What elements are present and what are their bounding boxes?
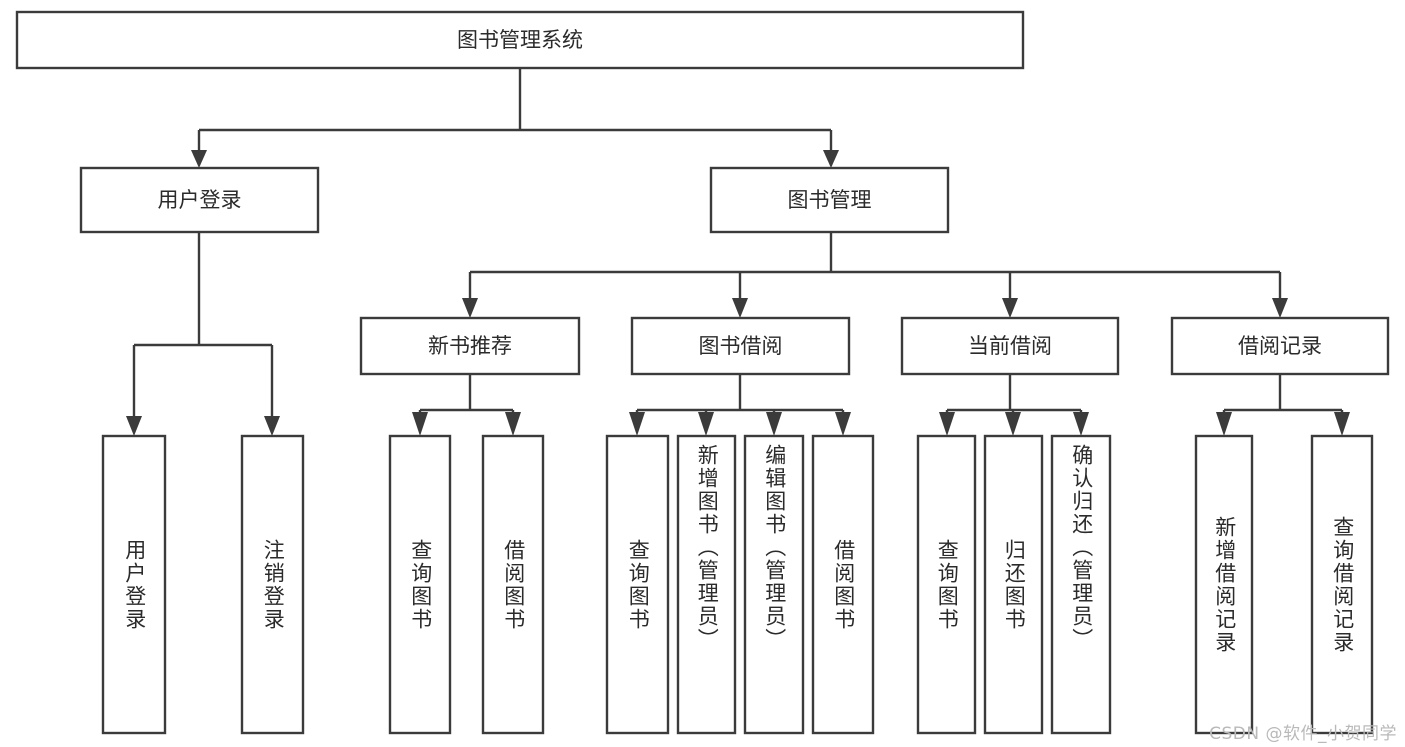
node-leaf-edit-book-rect[interactable] bbox=[743, 434, 805, 735]
arrowhead-leaf-query-record bbox=[1334, 412, 1350, 436]
arrowhead-user-login bbox=[191, 150, 207, 168]
arrowhead-leaf-add-record bbox=[1216, 412, 1232, 436]
arrowhead-leaf-user-login bbox=[126, 416, 142, 436]
node-borrow-record-label: 借阅记录 bbox=[1238, 334, 1322, 358]
arrowhead-borrow-record bbox=[1272, 298, 1288, 318]
node-book-manage-label: 图书管理 bbox=[788, 188, 872, 212]
node-leaf-user-login-rect[interactable] bbox=[101, 434, 167, 735]
node-user-login-rect[interactable] bbox=[79, 166, 320, 234]
node-leaf-query-book-3-rect[interactable] bbox=[916, 434, 977, 735]
connectors-book-manage-to-level3 bbox=[462, 232, 1288, 318]
connectors-root-to-level2 bbox=[191, 68, 839, 168]
node-root-label: 图书管理系统 bbox=[457, 28, 583, 52]
arrowhead-leaf-query-book-3 bbox=[939, 412, 955, 436]
arrowhead-leaf-query-book-2 bbox=[629, 412, 645, 436]
node-book-borrow[interactable]: 图书借阅 bbox=[630, 316, 851, 376]
node-leaf-query-book-1-rect[interactable] bbox=[388, 434, 452, 735]
arrowhead-leaf-add-book bbox=[698, 412, 714, 436]
arrowhead-leaf-return-book bbox=[1005, 412, 1021, 436]
node-leaf-add-book-rect[interactable] bbox=[676, 434, 737, 735]
node-leaf-confirm-return-rect[interactable] bbox=[1050, 434, 1112, 735]
node-new-book-rec-label: 新书推荐 bbox=[428, 334, 512, 358]
connectors-borrow-record-to-leaves bbox=[1216, 374, 1350, 436]
node-leaf-logout-rect[interactable] bbox=[240, 434, 305, 735]
arrowhead-leaf-confirm-return bbox=[1073, 412, 1089, 436]
node-leaf-return-book-rect[interactable] bbox=[983, 434, 1044, 735]
node-leaf-query-book-2-rect[interactable] bbox=[605, 434, 670, 735]
node-current-borrow-rect[interactable] bbox=[900, 316, 1120, 376]
node-user-login[interactable]: 用户登录 bbox=[79, 166, 320, 234]
arrowhead-current-borrow bbox=[1002, 298, 1018, 318]
connectors-current-borrow-to-leaves bbox=[939, 374, 1089, 436]
leaf-rects bbox=[101, 434, 1374, 735]
arrowhead-leaf-borrow-book-1 bbox=[505, 412, 521, 436]
node-borrow-record[interactable]: 借阅记录 bbox=[1170, 316, 1390, 376]
node-book-manage[interactable]: 图书管理 bbox=[709, 166, 950, 234]
arrowhead-book-manage bbox=[823, 150, 839, 168]
node-current-borrow[interactable]: 当前借阅 bbox=[900, 316, 1120, 376]
node-leaf-add-record-rect[interactable] bbox=[1194, 434, 1254, 735]
arrowhead-leaf-query-book-1 bbox=[412, 412, 428, 436]
node-borrow-record-rect[interactable] bbox=[1170, 316, 1390, 376]
node-leaf-borrow-book-1-rect[interactable] bbox=[481, 434, 545, 735]
node-book-manage-rect[interactable] bbox=[709, 166, 950, 234]
connectors-user-login-to-leaves bbox=[126, 232, 280, 436]
node-book-borrow-label: 图书借阅 bbox=[699, 334, 783, 358]
node-root-rect[interactable] bbox=[15, 10, 1025, 70]
csdn-watermark: CSDN @软件_小贺同学 bbox=[1209, 724, 1397, 744]
arrowhead-book-borrow bbox=[732, 298, 748, 318]
node-root[interactable]: 图书管理系统 bbox=[15, 10, 1025, 70]
arrowhead-leaf-borrow-book-2 bbox=[835, 412, 851, 436]
node-current-borrow-label: 当前借阅 bbox=[968, 334, 1052, 358]
connectors-book-borrow-to-leaves bbox=[629, 374, 851, 436]
arrowhead-new-book-rec bbox=[462, 298, 478, 318]
node-leaf-query-record-rect[interactable] bbox=[1310, 434, 1374, 735]
node-leaf-borrow-book-2-rect[interactable] bbox=[811, 434, 875, 735]
node-new-book-rec[interactable]: 新书推荐 bbox=[359, 316, 581, 376]
arrowhead-leaf-edit-book bbox=[766, 412, 782, 436]
connectors-new-book-rec-to-leaves bbox=[412, 374, 521, 436]
node-user-login-label: 用户登录 bbox=[158, 188, 242, 212]
arrowhead-leaf-logout bbox=[264, 416, 280, 436]
node-book-borrow-rect[interactable] bbox=[630, 316, 851, 376]
node-new-book-rec-rect[interactable] bbox=[359, 316, 581, 376]
